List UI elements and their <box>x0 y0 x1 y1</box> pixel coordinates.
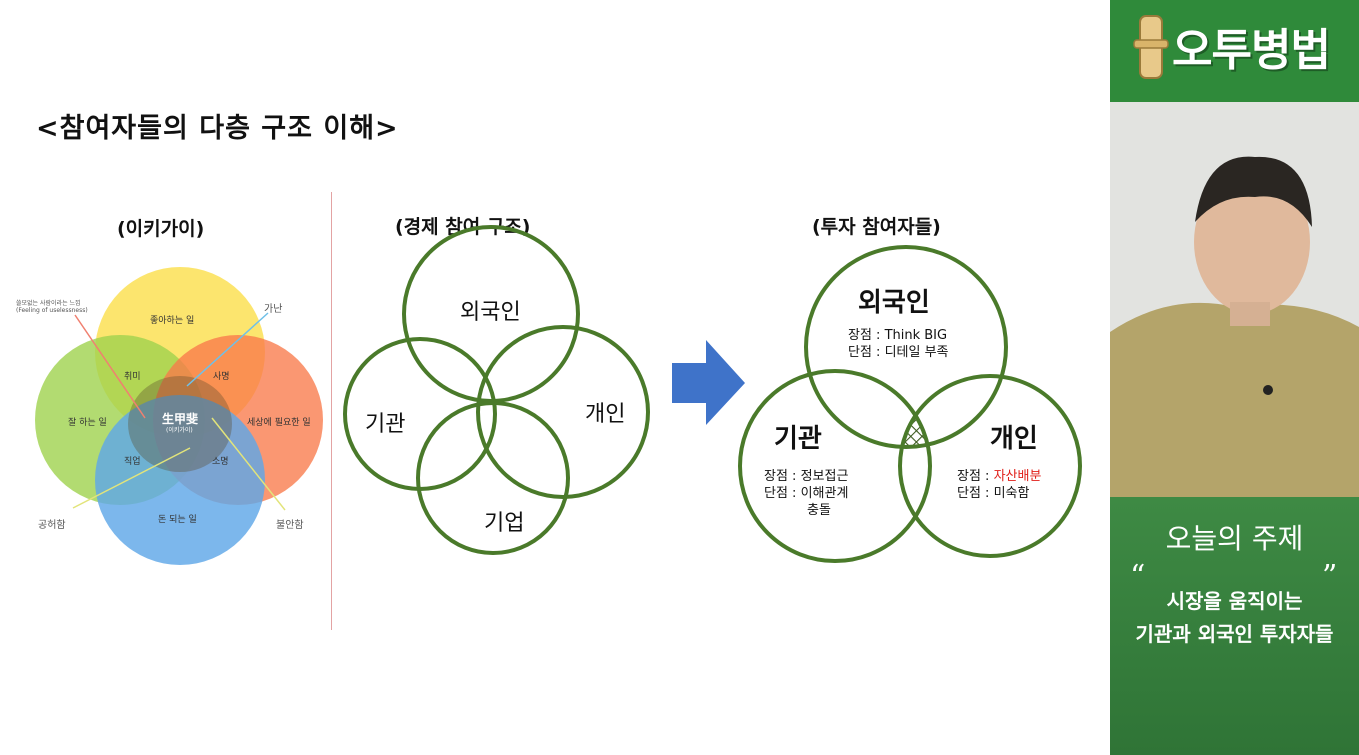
ikigai-overlap-passion: 취미 <box>124 372 141 382</box>
section-divider <box>331 192 332 630</box>
close-quote-icon: ” <box>1322 559 1338 594</box>
economy-label-company: 기업 <box>484 511 525 536</box>
ikigai-center-sub: (이키가이) <box>166 427 193 434</box>
investors-diagram <box>738 245 1082 563</box>
presenter-video <box>1110 102 1359 497</box>
slide-title: <참여자들의 다층 구조 이해> <box>36 113 399 144</box>
investor-institution-pro: 장점 : 정보접근 <box>764 469 849 484</box>
economy-label-foreign: 외국인 <box>460 300 521 325</box>
topic-line-1: 시장을 움직이는 <box>1166 589 1303 613</box>
logo-band: 오투병법 <box>1110 0 1359 102</box>
ikigai-diagram <box>35 267 323 565</box>
investor-individual-pro-value: 자산배분 <box>993 469 1042 484</box>
ikigai-overlap-profession: 직업 <box>124 457 141 467</box>
economy-circle-company <box>416 401 570 555</box>
investor-institution-name: 기관 <box>774 424 822 454</box>
callout-line-anxiety <box>211 417 286 511</box>
callout-poverty: 가난 <box>264 304 283 315</box>
callout-line-emptiness <box>72 447 191 509</box>
investors-circle-institution <box>738 369 932 563</box>
presenter-image <box>1110 102 1359 497</box>
investors-circle-foreign <box>804 245 1008 449</box>
ikigai-center-label: 生甲斐 <box>162 412 199 426</box>
callout-line-poverty <box>186 312 269 387</box>
investor-individual-pro-prefix: 장점 : <box>957 469 994 484</box>
topic-title: 오늘의 주제 <box>1165 522 1304 555</box>
economy-label-institution: 기관 <box>365 412 406 437</box>
channel-sidebar: 오투병법 오늘의 주제 “ ” 시장을 움직이는 기관과 외국인 투자자들 <box>1110 0 1359 755</box>
ikigai-label-world-needs: 세상에 필요한 일 <box>247 418 311 428</box>
ikigai-circle-paid-for <box>95 395 265 565</box>
investor-individual-con: 단점 : 미숙함 <box>957 486 1030 501</box>
topic-band: 오늘의 주제 “ ” 시장을 움직이는 기관과 외국인 투자자들 <box>1110 497 1359 755</box>
investors-section-title: (투자 참여자들) <box>812 216 941 238</box>
ikigai-label-love: 좋아하는 일 <box>150 316 195 326</box>
investor-individual-name: 개인 <box>990 424 1038 454</box>
channel-logo: 오투병법 <box>1172 25 1331 76</box>
callout-emptiness: 공허함 <box>38 520 66 531</box>
economy-circle-individual <box>476 325 650 499</box>
ikigai-section-title: (이키가이) <box>117 218 205 240</box>
ikigai-label-paid-for: 돈 되는 일 <box>158 515 197 525</box>
presentation-slide: <참여자들의 다층 구조 이해> (이키가이) (경제 참여 구조) (투자 참… <box>16 113 1082 630</box>
economy-section-title: (경제 참여 구조) <box>395 216 531 238</box>
economy-diagram <box>343 225 650 555</box>
callout-anxiety: 불안함 <box>276 520 304 531</box>
ikigai-center-dark <box>128 376 232 472</box>
ikigai-label-good-at: 잘 하는 일 <box>68 418 107 428</box>
ikigai-overlap-mission: 사명 <box>213 372 230 382</box>
slide-diagrams <box>35 225 1082 565</box>
economy-circle-foreign <box>402 225 580 403</box>
scroll-icon <box>1133 15 1169 79</box>
callout-useless-en: (Feeling of uselessness) <box>16 307 88 314</box>
ikigai-overlap-vocation: 소명 <box>212 457 229 467</box>
callout-line-useless <box>74 314 146 419</box>
callout-useless-ko: 쓸모없는 사람이라는 느낌 <box>16 300 81 307</box>
investor-individual-pro: 장점 : 자산배분 <box>957 465 1041 484</box>
investor-foreign-name: 외국인 <box>858 288 930 318</box>
investors-circle-individual <box>898 374 1082 558</box>
topic-line-2: 기관과 외국인 투자자들 <box>1135 622 1334 646</box>
economy-label-individual: 개인 <box>585 402 626 427</box>
investor-foreign-pro: 장점 : Think BIG <box>848 328 948 343</box>
open-quote-icon: “ <box>1130 559 1146 594</box>
investor-institution-con: 단점 : 이해관계 <box>764 486 849 501</box>
right-arrow <box>672 340 745 425</box>
investor-foreign-con: 단점 : 디테일 부족 <box>848 345 949 360</box>
investor-institution-con2: 충돌 <box>807 503 831 518</box>
